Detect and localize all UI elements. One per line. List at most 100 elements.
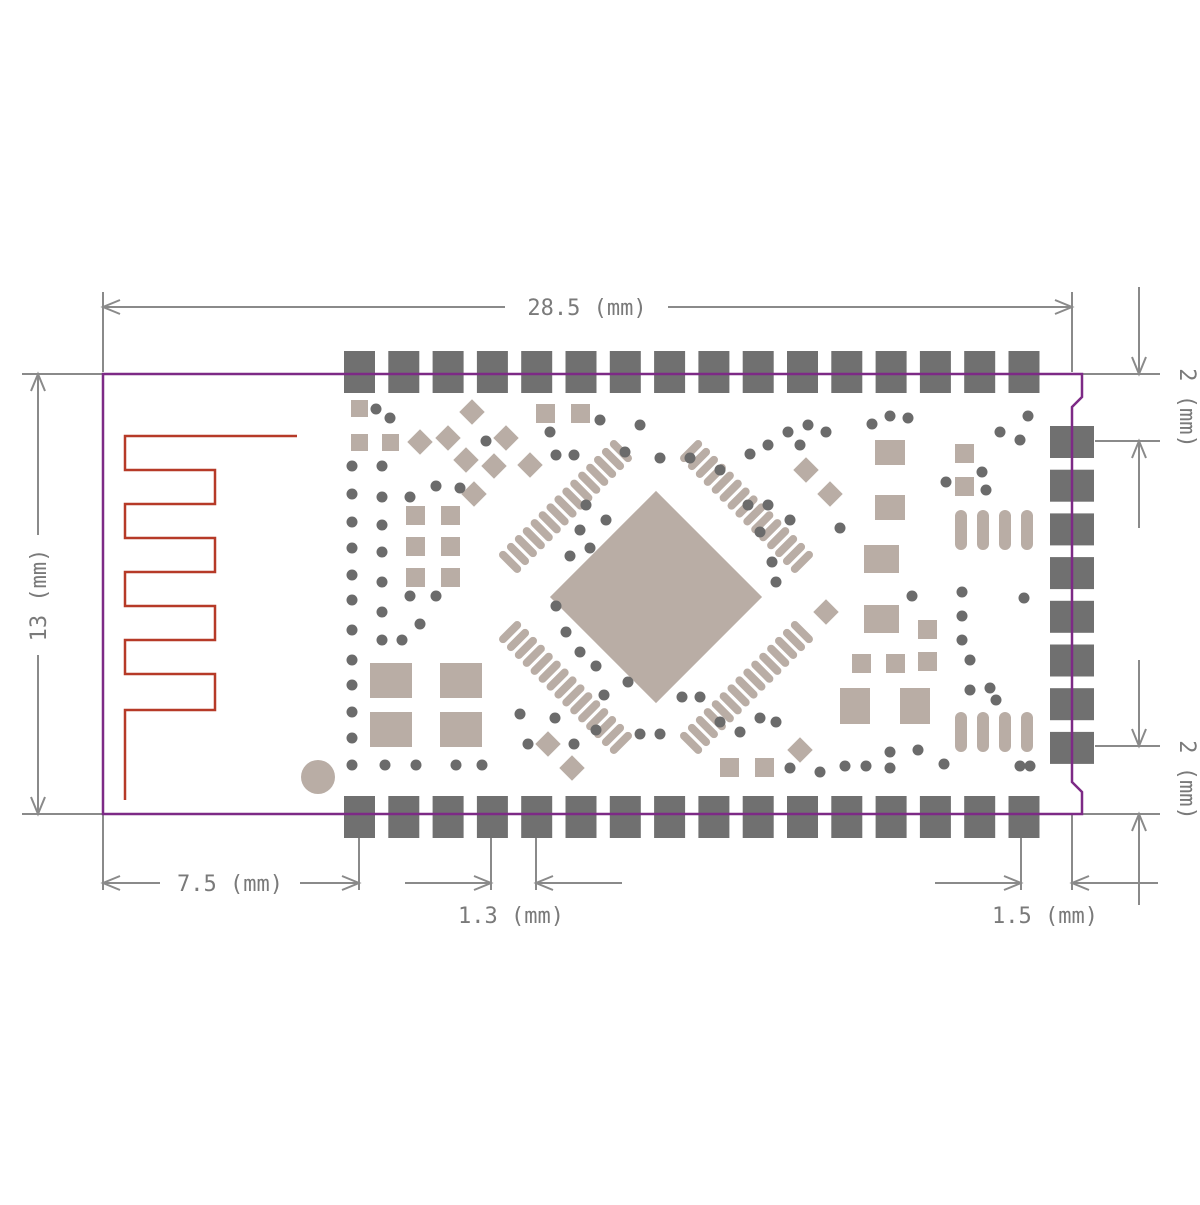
via bbox=[376, 606, 388, 618]
component bbox=[435, 425, 461, 451]
chip-pin bbox=[601, 723, 625, 747]
via bbox=[884, 762, 896, 774]
component bbox=[840, 688, 870, 724]
antenna-offset-label: 7.5 (mm) bbox=[177, 872, 283, 897]
via bbox=[884, 746, 896, 758]
chip-pin bbox=[499, 621, 522, 644]
top-pad bbox=[521, 351, 553, 393]
via bbox=[376, 634, 388, 646]
component bbox=[441, 568, 460, 587]
via bbox=[346, 706, 358, 718]
chip-pin bbox=[499, 550, 522, 573]
chip-pin bbox=[687, 723, 711, 747]
dimension-labels: 28.5 (mm) 13 (mm) 7.5 (mm) 1.3 (mm) 1.5 … bbox=[27, 296, 1199, 929]
chip-pin bbox=[775, 636, 798, 659]
via bbox=[860, 760, 872, 772]
chip-pin bbox=[554, 676, 577, 699]
component bbox=[955, 712, 967, 752]
chip-pin bbox=[609, 731, 632, 754]
component bbox=[370, 712, 412, 747]
via bbox=[994, 426, 1006, 438]
via bbox=[976, 466, 988, 478]
bottom-pad bbox=[565, 796, 597, 838]
via bbox=[754, 712, 766, 724]
component bbox=[481, 453, 507, 479]
chip-pin bbox=[514, 636, 537, 659]
via bbox=[600, 514, 612, 526]
chip-pin bbox=[538, 660, 561, 683]
via bbox=[584, 542, 596, 554]
chip-pin bbox=[767, 527, 790, 550]
via bbox=[714, 716, 726, 728]
vias bbox=[346, 403, 1036, 778]
via bbox=[376, 460, 388, 472]
component bbox=[755, 758, 774, 777]
via bbox=[376, 491, 388, 503]
component bbox=[918, 620, 937, 639]
component bbox=[406, 568, 425, 587]
via bbox=[734, 726, 746, 738]
via bbox=[1022, 410, 1034, 422]
chip-pin bbox=[767, 644, 790, 667]
chip-pin bbox=[586, 463, 609, 486]
via bbox=[544, 426, 556, 438]
via bbox=[902, 412, 914, 424]
component bbox=[440, 663, 482, 698]
component bbox=[900, 688, 930, 724]
chip-pin bbox=[735, 676, 758, 699]
via bbox=[376, 519, 388, 531]
chip-pin bbox=[680, 731, 703, 754]
chip-pin bbox=[695, 716, 718, 739]
antenna-trace bbox=[123, 434, 297, 800]
chip-pin bbox=[719, 479, 742, 502]
via bbox=[346, 542, 358, 554]
component bbox=[441, 537, 460, 556]
bottom-pad bbox=[964, 796, 996, 838]
via bbox=[550, 449, 562, 461]
component bbox=[787, 737, 813, 763]
bottom-pad bbox=[476, 796, 508, 838]
top-pad bbox=[432, 351, 464, 393]
via bbox=[346, 569, 358, 581]
component bbox=[351, 400, 368, 417]
via bbox=[676, 691, 688, 703]
chip-pin bbox=[790, 621, 813, 644]
component bbox=[535, 731, 561, 757]
chip-pin bbox=[719, 692, 742, 715]
chip-pin bbox=[578, 700, 601, 723]
chip-pin bbox=[687, 447, 711, 471]
via bbox=[404, 590, 416, 602]
via bbox=[560, 626, 572, 638]
chip-pin bbox=[562, 487, 585, 510]
chip-pin bbox=[759, 519, 782, 542]
chip-pin bbox=[570, 479, 593, 502]
via bbox=[906, 590, 918, 602]
via bbox=[594, 414, 606, 426]
component bbox=[1021, 510, 1033, 550]
main-chip bbox=[549, 490, 763, 704]
via bbox=[598, 689, 610, 701]
via bbox=[1014, 434, 1026, 446]
via bbox=[782, 426, 794, 438]
via bbox=[744, 448, 756, 460]
via bbox=[574, 646, 586, 658]
via bbox=[376, 546, 388, 558]
chip-pin bbox=[743, 503, 766, 526]
via bbox=[522, 738, 534, 750]
via bbox=[990, 694, 1002, 706]
chip-pin bbox=[538, 511, 561, 534]
via bbox=[384, 412, 396, 424]
via bbox=[794, 439, 806, 451]
via bbox=[346, 759, 358, 771]
via bbox=[754, 526, 766, 538]
via bbox=[1014, 760, 1026, 772]
dimension-lines bbox=[22, 287, 1160, 905]
via bbox=[964, 684, 976, 696]
via bbox=[346, 679, 358, 691]
component bbox=[999, 510, 1011, 550]
component bbox=[955, 477, 974, 496]
top-pad bbox=[787, 351, 818, 393]
top-pad bbox=[742, 351, 774, 393]
component bbox=[955, 510, 967, 550]
via bbox=[884, 410, 896, 422]
